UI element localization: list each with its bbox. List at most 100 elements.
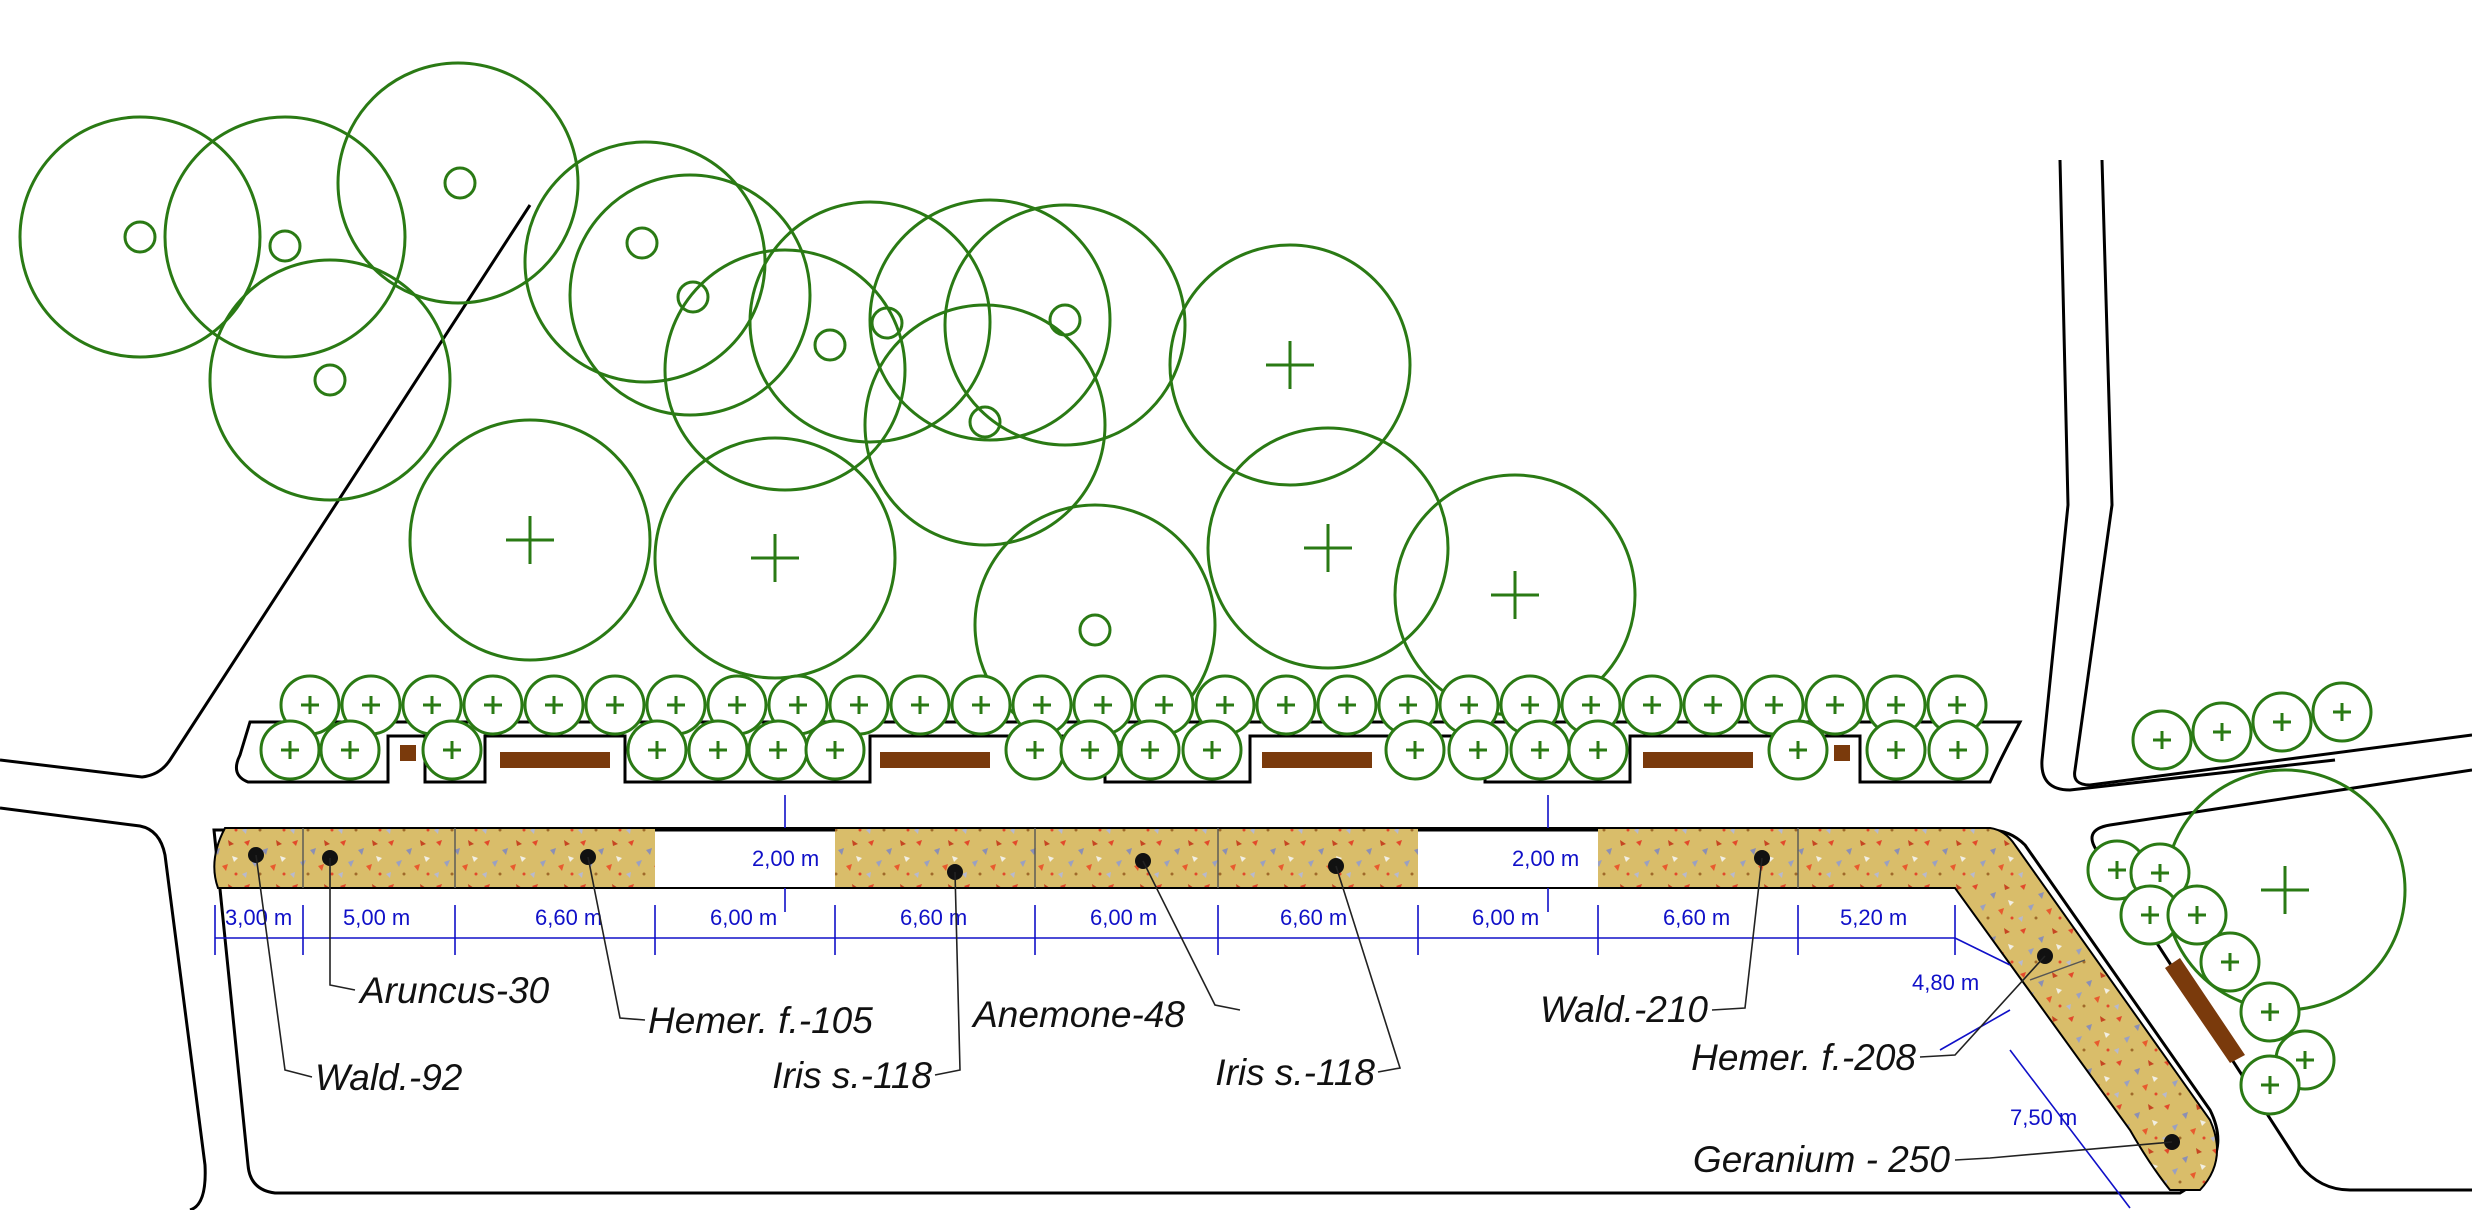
benches	[400, 745, 2245, 1063]
shrub-icon	[319, 719, 381, 781]
shrub-icon	[340, 674, 402, 736]
shrub-icon	[1255, 674, 1317, 736]
tree-trunk-icon	[625, 226, 659, 260]
bench-icon	[880, 752, 990, 768]
tree-canopy-icon	[868, 198, 1112, 442]
shrub-icon	[1509, 719, 1571, 781]
tree-trunk-icon	[1078, 613, 1112, 647]
tree-canopy-icon	[748, 200, 992, 444]
shrub-icon	[2191, 701, 2253, 763]
tree-canopy-icon	[663, 248, 907, 492]
plant-label: Iris s.-118	[1215, 1052, 1375, 1093]
plant-label: Geranium - 250	[1693, 1139, 1950, 1180]
shrub-icon	[584, 674, 646, 736]
tree-canopy-icon	[163, 115, 407, 359]
bench-icon	[500, 752, 610, 768]
dim-label: 7,50 m	[2010, 1105, 2077, 1130]
shrub-icon	[889, 674, 951, 736]
tree-trunk-icon	[968, 405, 1002, 439]
plant-labels: Aruncus-30 Wald.-92 Hemer. f.-105 Iris s…	[315, 970, 1950, 1180]
tree-trunk-icon	[870, 306, 904, 340]
shrub-icon	[687, 719, 749, 781]
tree-canopy-icon	[523, 140, 767, 384]
shrub-icon	[2239, 981, 2301, 1043]
bench-icon	[2165, 958, 2245, 1063]
dim-label: 2,00 m	[752, 846, 819, 871]
tree-canopy-icon	[653, 436, 897, 680]
plant-label: Hemer. f.-105	[648, 1000, 873, 1041]
dim-label: 6,60 m	[1280, 905, 1347, 930]
dim-label: 6,00 m	[710, 905, 777, 930]
shrub-icon	[1865, 719, 1927, 781]
dim-label: 6,60 m	[900, 905, 967, 930]
dim-label: 6,00 m	[1472, 905, 1539, 930]
plant-label: Aruncus-30	[358, 970, 550, 1011]
shrub-icon	[1316, 674, 1378, 736]
shrub-icon	[1011, 674, 1073, 736]
shrub-icon	[421, 719, 483, 781]
tree-canopy-icon	[1206, 426, 1450, 670]
tree-trunk-icon	[1048, 303, 1082, 337]
shrub-icon	[2166, 884, 2228, 946]
dim-label: 6,60 m	[535, 905, 602, 930]
shrub-icon	[1377, 674, 1439, 736]
shrub-icon	[1927, 719, 1989, 781]
shrub-icon	[950, 674, 1012, 736]
shrub-icon	[1804, 674, 1866, 736]
dim-label: 2,00 m	[1512, 846, 1579, 871]
tree-trunk-icon	[443, 166, 477, 200]
shrub-icon	[1059, 719, 1121, 781]
shrub-icon	[1682, 674, 1744, 736]
tree-trunk-icon	[813, 328, 847, 362]
hedge-shrubs	[259, 674, 2373, 1116]
dim-label: 3,00 m	[225, 905, 292, 930]
tree-canopy-icon	[568, 173, 812, 417]
shrub-icon	[1119, 719, 1181, 781]
shrub-icon	[2311, 681, 2373, 743]
tree-trunk-icon	[313, 363, 347, 397]
shrub-icon	[1567, 719, 1629, 781]
shrub-icon	[2199, 931, 2261, 993]
bench-icon	[1262, 752, 1372, 768]
tree-canopy-icon	[1168, 243, 1412, 487]
tree-canopy-icon	[863, 303, 1107, 547]
shrub-icon	[1767, 719, 1829, 781]
shrub-icon	[462, 674, 524, 736]
label-leaders	[255, 854, 2173, 1161]
tree-canopy-icon	[336, 61, 580, 305]
plant-label: Wald.-210	[1540, 989, 1708, 1030]
shrub-icon	[2131, 709, 2193, 771]
shrub-icon	[1004, 719, 1066, 781]
plant-label: Iris s.-118	[772, 1055, 932, 1096]
shrub-icon	[523, 674, 585, 736]
tree-canopy-icon	[408, 418, 652, 662]
dim-label: 4,80 m	[1912, 970, 1979, 995]
bench-icon	[400, 745, 416, 761]
shrub-icon	[804, 719, 866, 781]
shrub-icon	[1447, 719, 1509, 781]
tree-canopy-icon	[943, 203, 1187, 447]
dim-label: 6,00 m	[1090, 905, 1157, 930]
shrub-icon	[645, 674, 707, 736]
planting-bed	[213, 827, 2218, 1191]
plant-label: Wald.-92	[315, 1057, 463, 1098]
bench-icon	[1643, 752, 1753, 768]
dimension-lines	[214, 795, 2131, 1209]
shrub-icon	[2086, 839, 2148, 901]
shrub-icon	[767, 674, 829, 736]
tree-trunk-icon	[123, 220, 157, 254]
plant-label: Hemer. f.-208	[1691, 1037, 1916, 1078]
dim-label: 5,00 m	[343, 905, 410, 930]
dim-label: 5,20 m	[1840, 905, 1907, 930]
plant-label: Anemone-48	[971, 994, 1185, 1035]
shrub-icon	[1621, 674, 1683, 736]
tree-trunk-icon	[676, 280, 710, 314]
shrub-icon	[2239, 1054, 2301, 1116]
shrub-icon	[1438, 674, 1500, 736]
shrub-icon	[747, 719, 809, 781]
shrub-icon	[626, 719, 688, 781]
tree-trunk-icon	[268, 229, 302, 263]
shrub-icon	[259, 719, 321, 781]
